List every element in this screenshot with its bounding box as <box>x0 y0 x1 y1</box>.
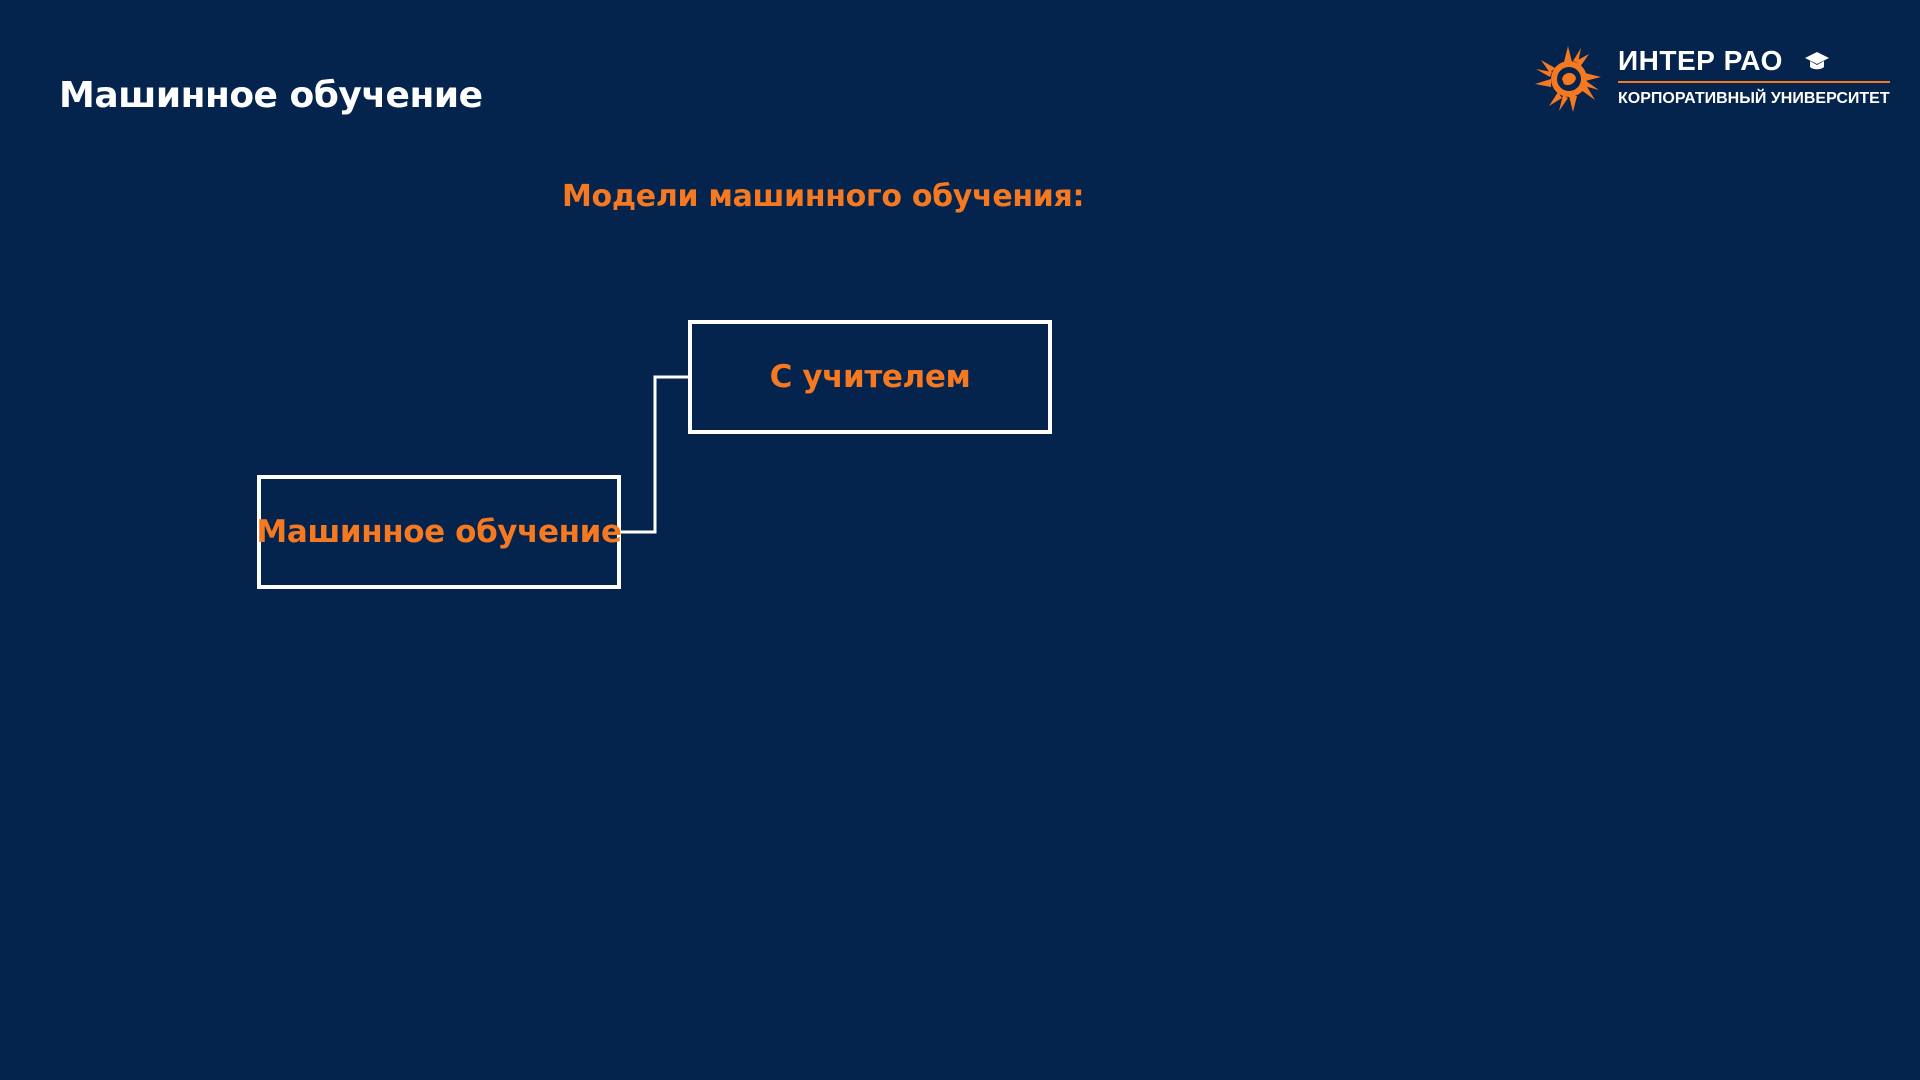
node-supervised: С учителем <box>688 320 1052 434</box>
logo-name: ИНТЕР РАО <box>1618 45 1783 76</box>
logo-subtitle: КОРПОРАТИВНЫЙ УНИВЕРСИТЕТ <box>1618 90 1890 107</box>
connector-root-to-supervised <box>621 375 688 534</box>
sun-emblem-icon <box>1535 46 1601 112</box>
graduation-cap-icon <box>1805 52 1829 70</box>
logo-divider <box>1618 81 1890 83</box>
slide-title: Машинное обучение <box>59 75 483 116</box>
diagram-heading: Модели машинного обучения: <box>562 179 1085 214</box>
company-logo: ИНТЕР РАО КОРПОРАТИВНЫЙ УНИВЕРСИТЕТ <box>1533 44 1893 116</box>
node-machine-learning: Машинное обучение <box>256 475 622 589</box>
